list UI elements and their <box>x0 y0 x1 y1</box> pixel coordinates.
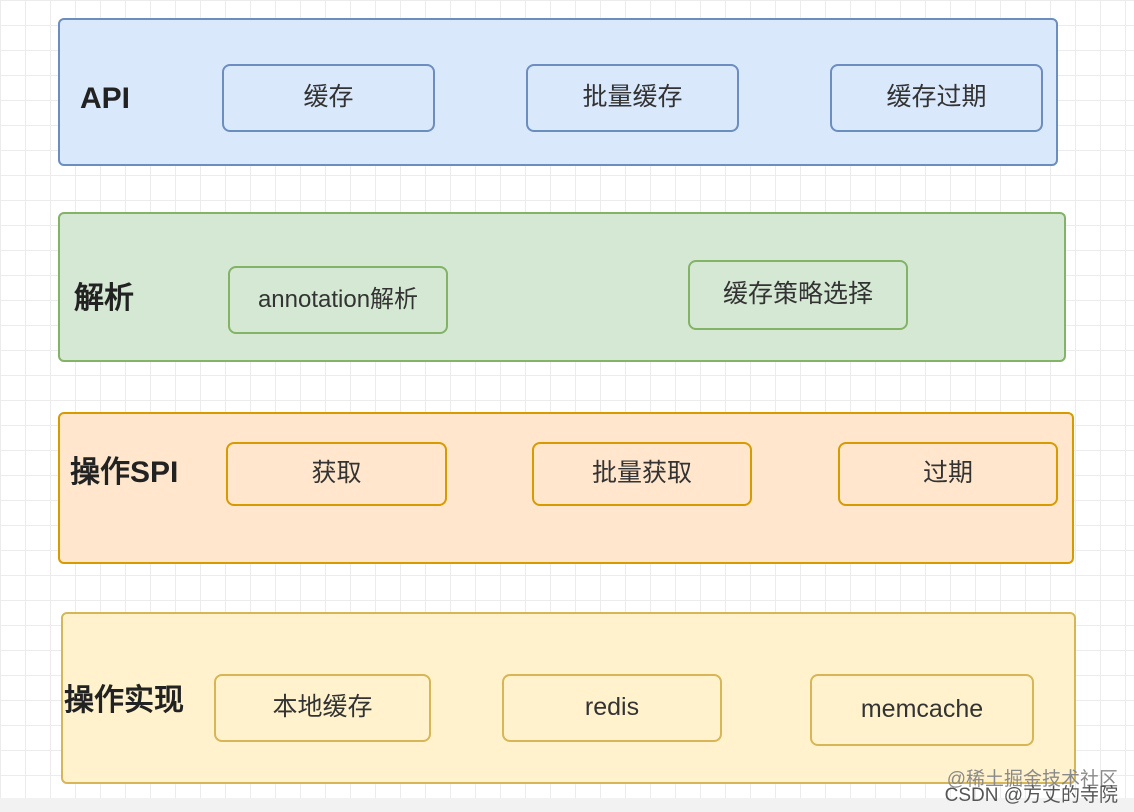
spi-get-box: 获取 <box>226 442 447 506</box>
redis-box: redis <box>502 674 722 742</box>
impl-layer-label: 操作实现 <box>64 684 184 717</box>
spi-layer-label: 操作SPI <box>70 456 179 489</box>
local-cache-box: 本地缓存 <box>214 674 431 742</box>
parse-layer-label: 解析 <box>74 282 134 315</box>
api-batch-cache-box: 批量缓存 <box>526 64 739 132</box>
api-layer-label: API <box>80 82 131 115</box>
spi-expire-box: 过期 <box>838 442 1058 506</box>
spi-batch-get-box: 批量获取 <box>532 442 752 506</box>
cache-strategy-box: 缓存策略选择 <box>688 260 908 330</box>
api-cache-box: 缓存 <box>222 64 435 132</box>
bottom-strip <box>0 798 1134 812</box>
annotation-parse-box: annotation解析 <box>228 266 448 334</box>
api-cache-expire-box: 缓存过期 <box>830 64 1043 132</box>
parse-layer <box>58 212 1066 362</box>
watermark-csdn: CSDN @方丈的寺院 <box>944 785 1118 806</box>
watermark-juejin: @稀土掘金技术社区 <box>946 769 1118 790</box>
memcache-box: memcache <box>810 674 1034 746</box>
